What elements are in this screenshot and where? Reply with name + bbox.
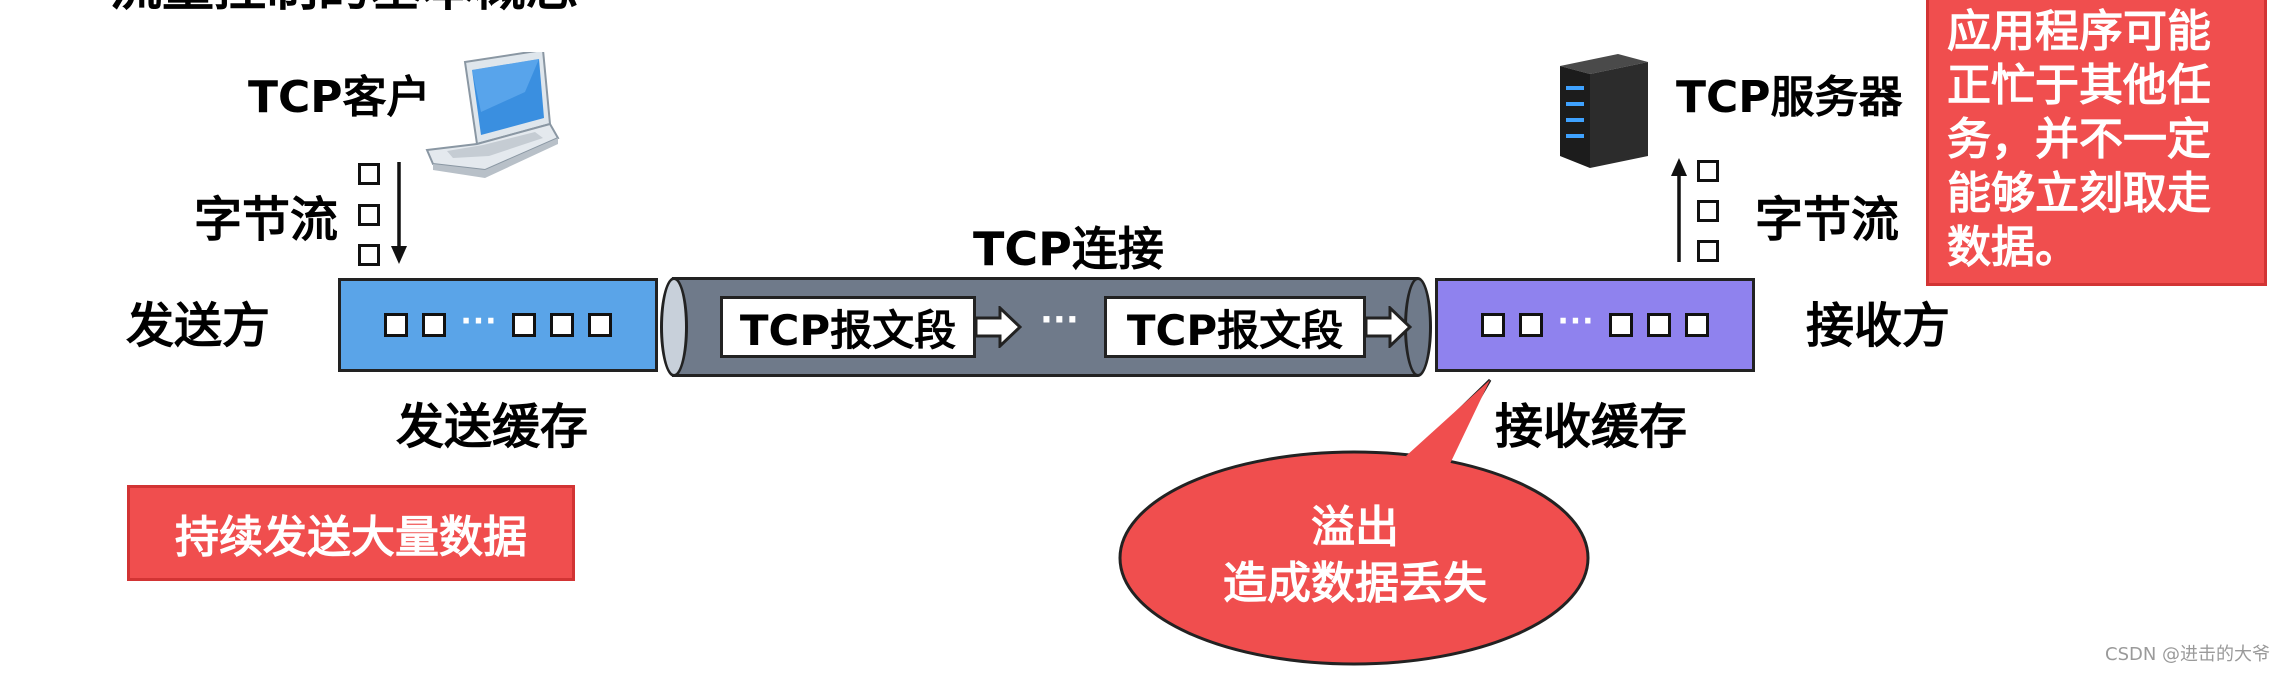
buffer-slot [384,313,409,337]
overflow-title: 溢出 [1311,502,1399,553]
receive-buffer-label: 接收缓存 [1495,399,1688,455]
buffer-slot [422,313,447,337]
note-line: 应用程序可能 [1947,6,2211,57]
buffer-slot [1481,313,1506,337]
watermark: CSDN @进击的大爷 [2105,644,2271,665]
up-arrow-icon [1671,158,1687,262]
buffer-slot [511,313,536,337]
byte-square [1697,160,1719,182]
segment-ellipsis: ··· [1040,300,1079,340]
note-line: 正忙于其他任 [1947,60,2211,112]
tcp-segment: TCP报文段 [1104,296,1366,358]
server-tower-icon [1560,54,1648,168]
server-label: TCP服务器 [1676,72,1903,123]
receive-buffer: ··· [1435,278,1755,372]
buffer-slot [549,313,574,337]
buffer-slot [1646,313,1671,337]
continuous-send-warning: 持续发送大量数据 [127,485,575,581]
byte-square [358,163,380,185]
overflow-description: 造成数据丢失 [1223,557,1487,609]
server-busy-note: 应用程序可能 正忙于其他任 务，并不一定 能够立刻取走 数据。 [1926,0,2267,286]
note-line: 务，并不一定 [1947,114,2211,166]
overflow-callout-bubble [1118,378,1590,666]
send-buffer: ··· [338,278,658,372]
byte-square [1697,240,1719,262]
page-title: 流量控制的基本概念 [110,0,578,14]
byte-square [358,244,380,266]
byte-square [358,204,380,226]
sender-label: 发送方 [126,298,271,354]
buffer-slot [1608,313,1633,337]
buffer-slot [1519,313,1544,337]
pipe-end-cap [660,277,688,377]
down-arrow-icon [391,162,407,264]
byte-stream-left-label: 字节流 [194,192,339,248]
byte-square [1697,200,1719,222]
buffer-slot [1684,313,1709,337]
note-line: 数据。 [1947,222,2079,274]
buffer-ellipsis: ··· [1557,303,1595,339]
byte-stream-right-label: 字节流 [1755,192,1900,248]
segment-arrow-icon [976,306,1022,348]
laptop-icon [425,52,560,178]
note-line: 能够立刻取走 [1947,168,2211,220]
tcp-connection-label: TCP连接 [973,222,1164,276]
buffer-slot [587,313,612,337]
overflow-callout-text: 溢出 造成数据丢失 [1140,500,1570,612]
buffer-ellipsis: ··· [460,303,498,339]
client-label: TCP客户 [248,72,431,123]
receiver-label: 接收方 [1806,298,1951,354]
segment-arrow-icon [1366,306,1412,348]
tcp-segment: TCP报文段 [720,296,976,358]
send-buffer-label: 发送缓存 [396,399,589,455]
